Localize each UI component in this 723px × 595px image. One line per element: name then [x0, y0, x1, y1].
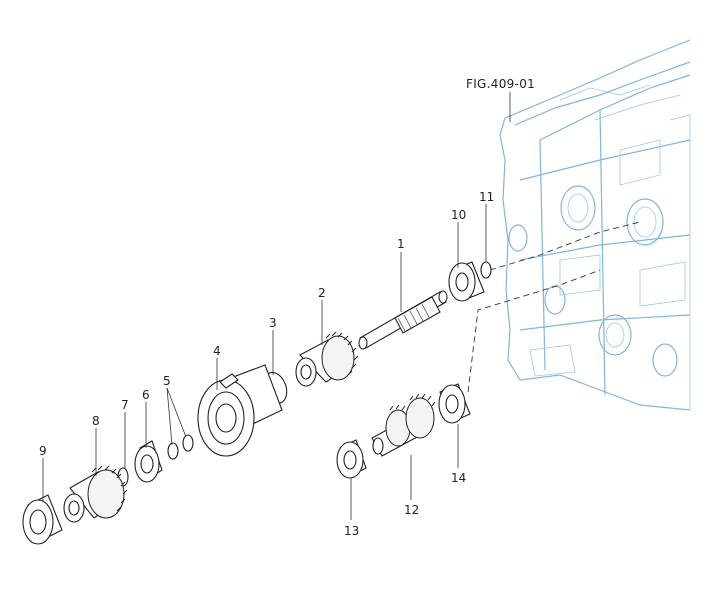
- part-6-bearing: [134, 440, 163, 483]
- callout-14: 14: [451, 471, 466, 485]
- figure-reference: FIG.409-01: [466, 77, 535, 91]
- callout-1: 1: [397, 237, 405, 251]
- part-5-ring-b: [167, 442, 179, 460]
- callout-11: 11: [479, 190, 494, 204]
- callout-13: 13: [344, 524, 359, 538]
- callout-leaders: [42, 204, 487, 520]
- part-8-gear: [63, 465, 128, 523]
- part-10-bearing: [448, 261, 485, 302]
- callout-2: 2: [318, 286, 326, 300]
- part-11-snap-ring: [480, 261, 492, 279]
- part-12-cluster-gear: [371, 393, 436, 457]
- assembly-line-lower: [467, 269, 601, 393]
- callout-6: 6: [142, 388, 150, 402]
- callout-9: 9: [39, 444, 47, 458]
- callout-10: 10: [451, 208, 466, 222]
- callout-12: 12: [404, 503, 419, 517]
- callout-7: 7: [121, 398, 129, 412]
- part-2-gear: [295, 331, 359, 387]
- callout-8: 8: [92, 414, 100, 428]
- callout-4: 4: [213, 344, 221, 358]
- part-14-bearing: [438, 383, 471, 424]
- callout-3: 3: [269, 316, 277, 330]
- callout-5: 5: [163, 374, 171, 388]
- assembly-line-upper: [489, 221, 641, 271]
- part-9-bearing: [22, 494, 63, 545]
- transmission-housing: [499, 39, 691, 411]
- part-13-bearing: [336, 439, 367, 479]
- part-4-carrier: [197, 364, 283, 457]
- part-5-ring-a: [182, 434, 194, 452]
- part-1-input-shaft: [358, 290, 448, 350]
